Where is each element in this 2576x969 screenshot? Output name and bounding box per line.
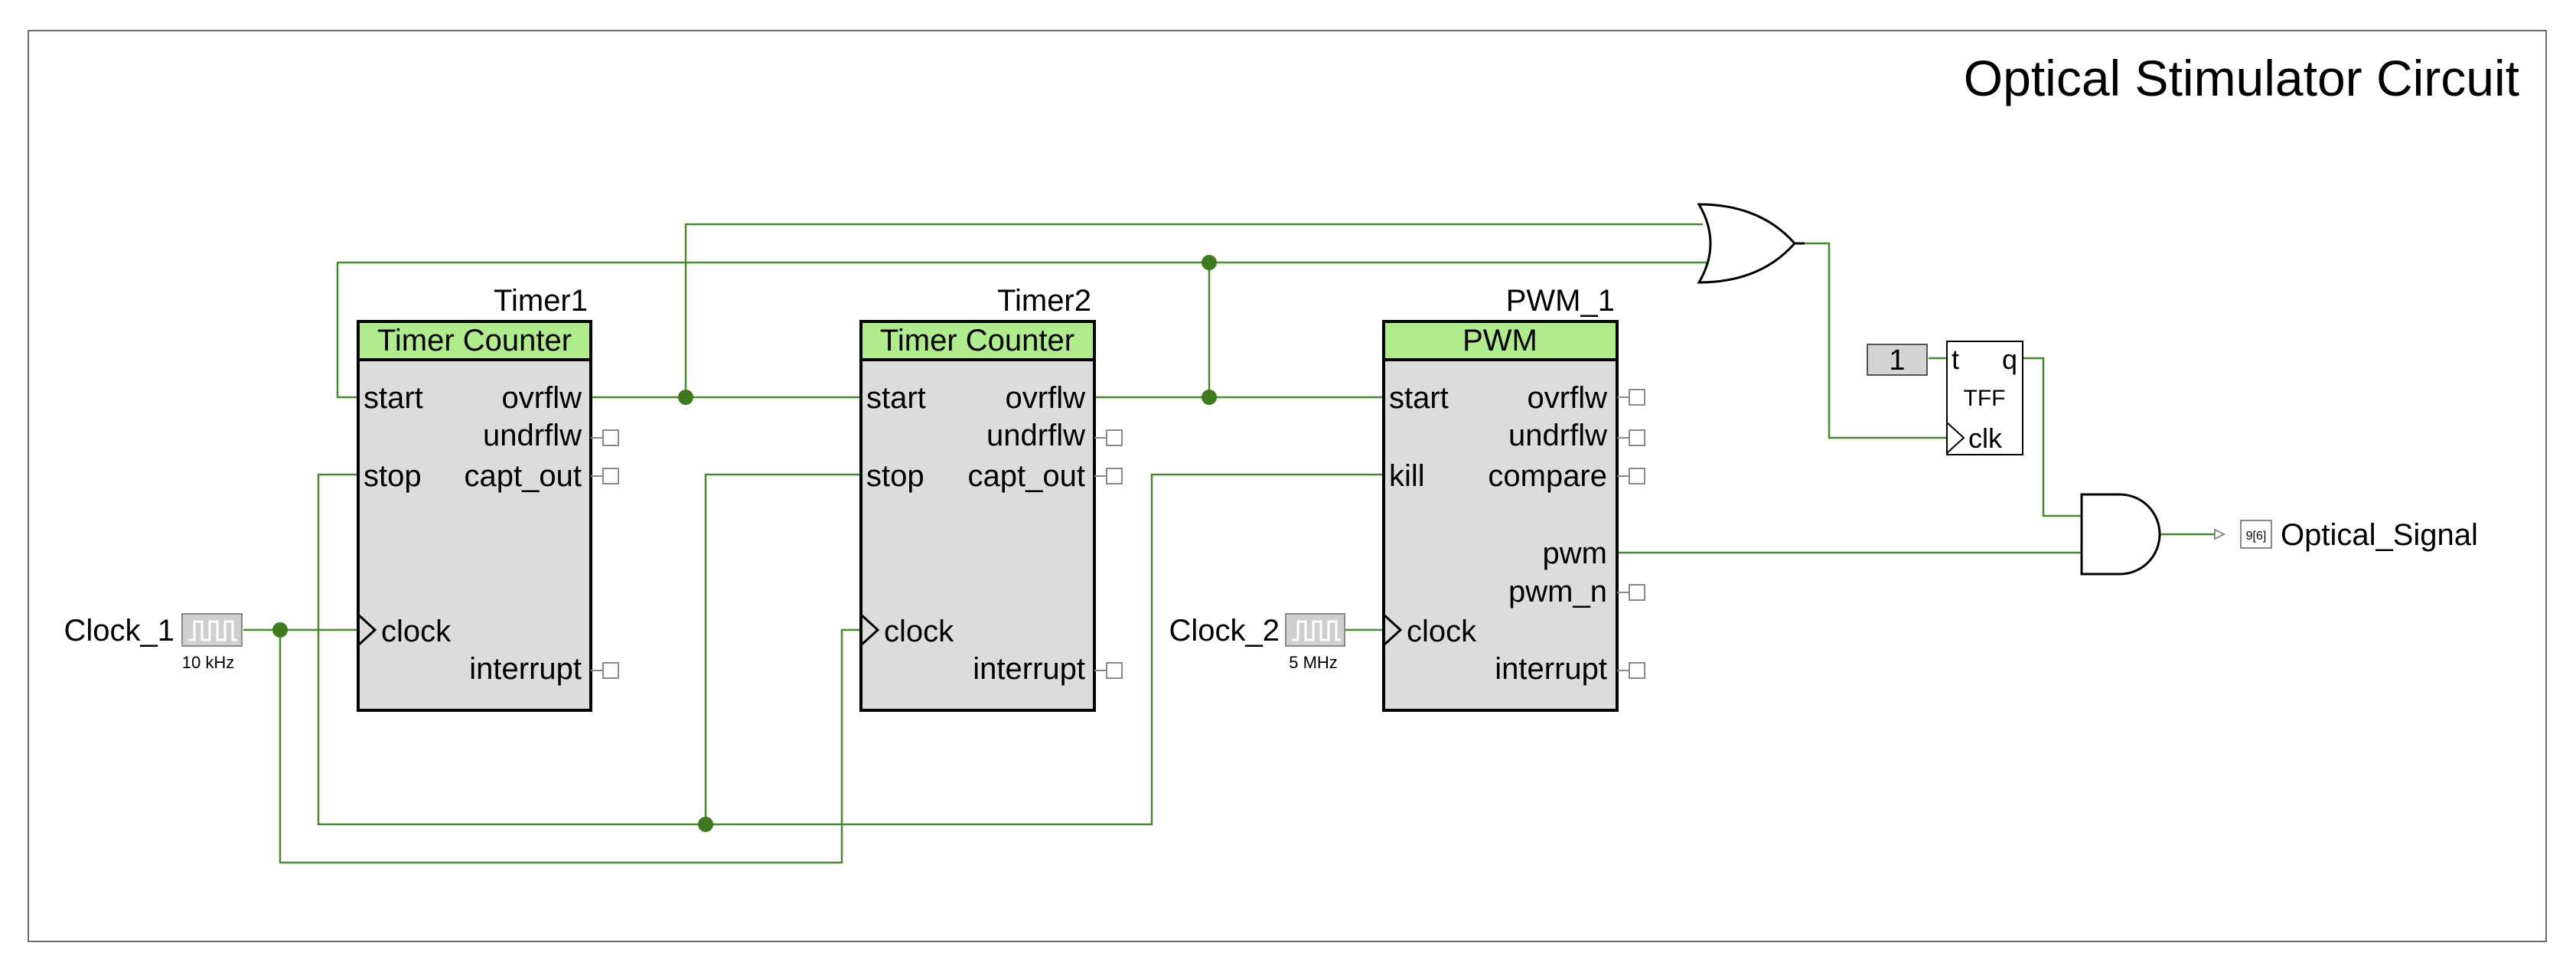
timer1-pin-ovrflw: ovrflw (502, 381, 582, 415)
or-gate[interactable] (1697, 203, 1805, 284)
timer2-pin-capt-out: capt_out (968, 459, 1085, 493)
tff-constant-value: 1 (1889, 344, 1905, 377)
junctions (272, 255, 1217, 832)
timer1-pin-clock: clock (381, 615, 452, 648)
tff-pin-q: q (2002, 344, 2017, 375)
tff-pin-clk: clk (1968, 423, 2003, 454)
timer1-pin-start: start (364, 381, 423, 415)
pwm1-instance-name: PWM_1 (1506, 284, 1615, 318)
pwm1-type: PWM (1462, 324, 1537, 357)
timer2-body (859, 320, 1096, 712)
or-gate-icon (1697, 203, 1797, 284)
clock1-name: Clock_1 (64, 614, 174, 648)
output-pin-number: 9[6] (2246, 530, 2267, 543)
pwm1-pin-ovrflw: ovrflw (1528, 381, 1608, 415)
timer2-pin-interrupt: interrupt (973, 652, 1085, 686)
clock-input-icon (859, 613, 880, 647)
and-gate[interactable] (2080, 493, 2161, 576)
timer1-body (357, 320, 592, 712)
square-wave-icon (1292, 620, 1341, 641)
wire-clock1-to-timer2[interactable] (279, 628, 861, 864)
wire-or-to-tff[interactable] (1805, 242, 1947, 439)
schematic-title: Optical Stimulator Circuit (1964, 50, 2519, 106)
unconnected-pin-icons (1617, 389, 1645, 679)
pwm1-pin-clock: clock (1407, 615, 1477, 648)
clock1-component[interactable]: Clock_1 10 kHz (64, 613, 243, 672)
timer1-type: Timer Counter (377, 324, 572, 357)
output-pin[interactable]: 9[6] Optical_Signal (2214, 518, 2478, 552)
clock2-component[interactable]: Clock_2 5 MHz (1169, 613, 1345, 672)
pwm1-block[interactable]: PWM_1 PWM start kill clock ovrflw undrfl… (1382, 284, 1645, 712)
clock1-frequency: 10 kHz (182, 653, 234, 672)
timer2-instance-name: Timer2 (997, 284, 1091, 318)
pwm1-body (1382, 320, 1619, 712)
pwm1-pin-pwm-n: pwm_n (1508, 575, 1607, 608)
tff-constant-box (1867, 344, 1928, 376)
junction-dot (1202, 255, 1217, 270)
tff-component[interactable]: 1 t q TFF clk (1867, 341, 2023, 455)
clock2-name: Clock_2 (1169, 614, 1280, 648)
timer1-pin-stop: stop (364, 459, 422, 493)
timer2-pin-clock: clock (884, 615, 954, 648)
wire-timer1-start-net[interactable] (336, 261, 1731, 399)
timer2-pin-undrflw: undrflw (986, 419, 1085, 452)
output-arrow-icon (2214, 528, 2226, 540)
timer2-pin-stop: stop (866, 459, 924, 493)
timer2-block[interactable]: Timer2 Timer Counter start stop clock ov… (859, 284, 1123, 712)
pwm1-pin-interrupt: interrupt (1495, 652, 1607, 686)
timer1-header (357, 320, 592, 361)
pwm1-pin-kill: kill (1389, 459, 1425, 493)
tff-body (1946, 341, 2023, 455)
tff-label: TFF (1964, 386, 2006, 411)
output-signal-name: Optical_Signal (2281, 518, 2478, 552)
wire-timer2-stop[interactable] (704, 473, 861, 824)
square-wave-icon (188, 620, 237, 641)
timer1-pin-undrflw: undrflw (483, 419, 582, 452)
pwm1-header (1382, 320, 1619, 361)
timer2-pin-start: start (866, 381, 926, 415)
output-pin-box (2240, 520, 2272, 549)
junction-dot (698, 817, 713, 832)
junction-dot (678, 390, 693, 405)
tff-pin-t: t (1952, 344, 1959, 375)
junction-dot (1202, 390, 1217, 405)
clock-input-icon (357, 613, 377, 647)
wire-or-input-a[interactable] (684, 223, 1703, 397)
unconnected-pin-icons (591, 429, 619, 679)
timer1-block[interactable]: Timer1 Timer Counter start stop clock ov… (357, 284, 619, 712)
timer2-type: Timer Counter (880, 324, 1074, 357)
unconnected-pin-icons (1094, 429, 1123, 679)
and-gate-icon (2080, 493, 2161, 576)
timer1-pin-capt-out: capt_out (465, 459, 582, 493)
clock-input-icon (1382, 613, 1403, 647)
wires (243, 223, 2221, 864)
timer1-instance-name: Timer1 (494, 284, 588, 318)
timer1-pin-interrupt: interrupt (469, 652, 582, 686)
pwm1-pin-pwm: pwm (1543, 537, 1607, 570)
pwm1-pin-undrflw: undrflw (1508, 419, 1607, 452)
pwm1-pin-compare: compare (1488, 459, 1607, 493)
schematic-frame (28, 30, 2547, 942)
pwm1-pin-start: start (1389, 381, 1449, 415)
wire-stop-kill-net[interactable] (317, 473, 1384, 826)
clock-input-icon (1946, 422, 1965, 454)
wire-q-to-and[interactable] (2023, 357, 2082, 517)
junction-dot (272, 622, 288, 638)
timer2-header (859, 320, 1096, 361)
timer2-pin-ovrflw: ovrflw (1006, 381, 1086, 415)
clock2-frequency: 5 MHz (1289, 653, 1338, 672)
